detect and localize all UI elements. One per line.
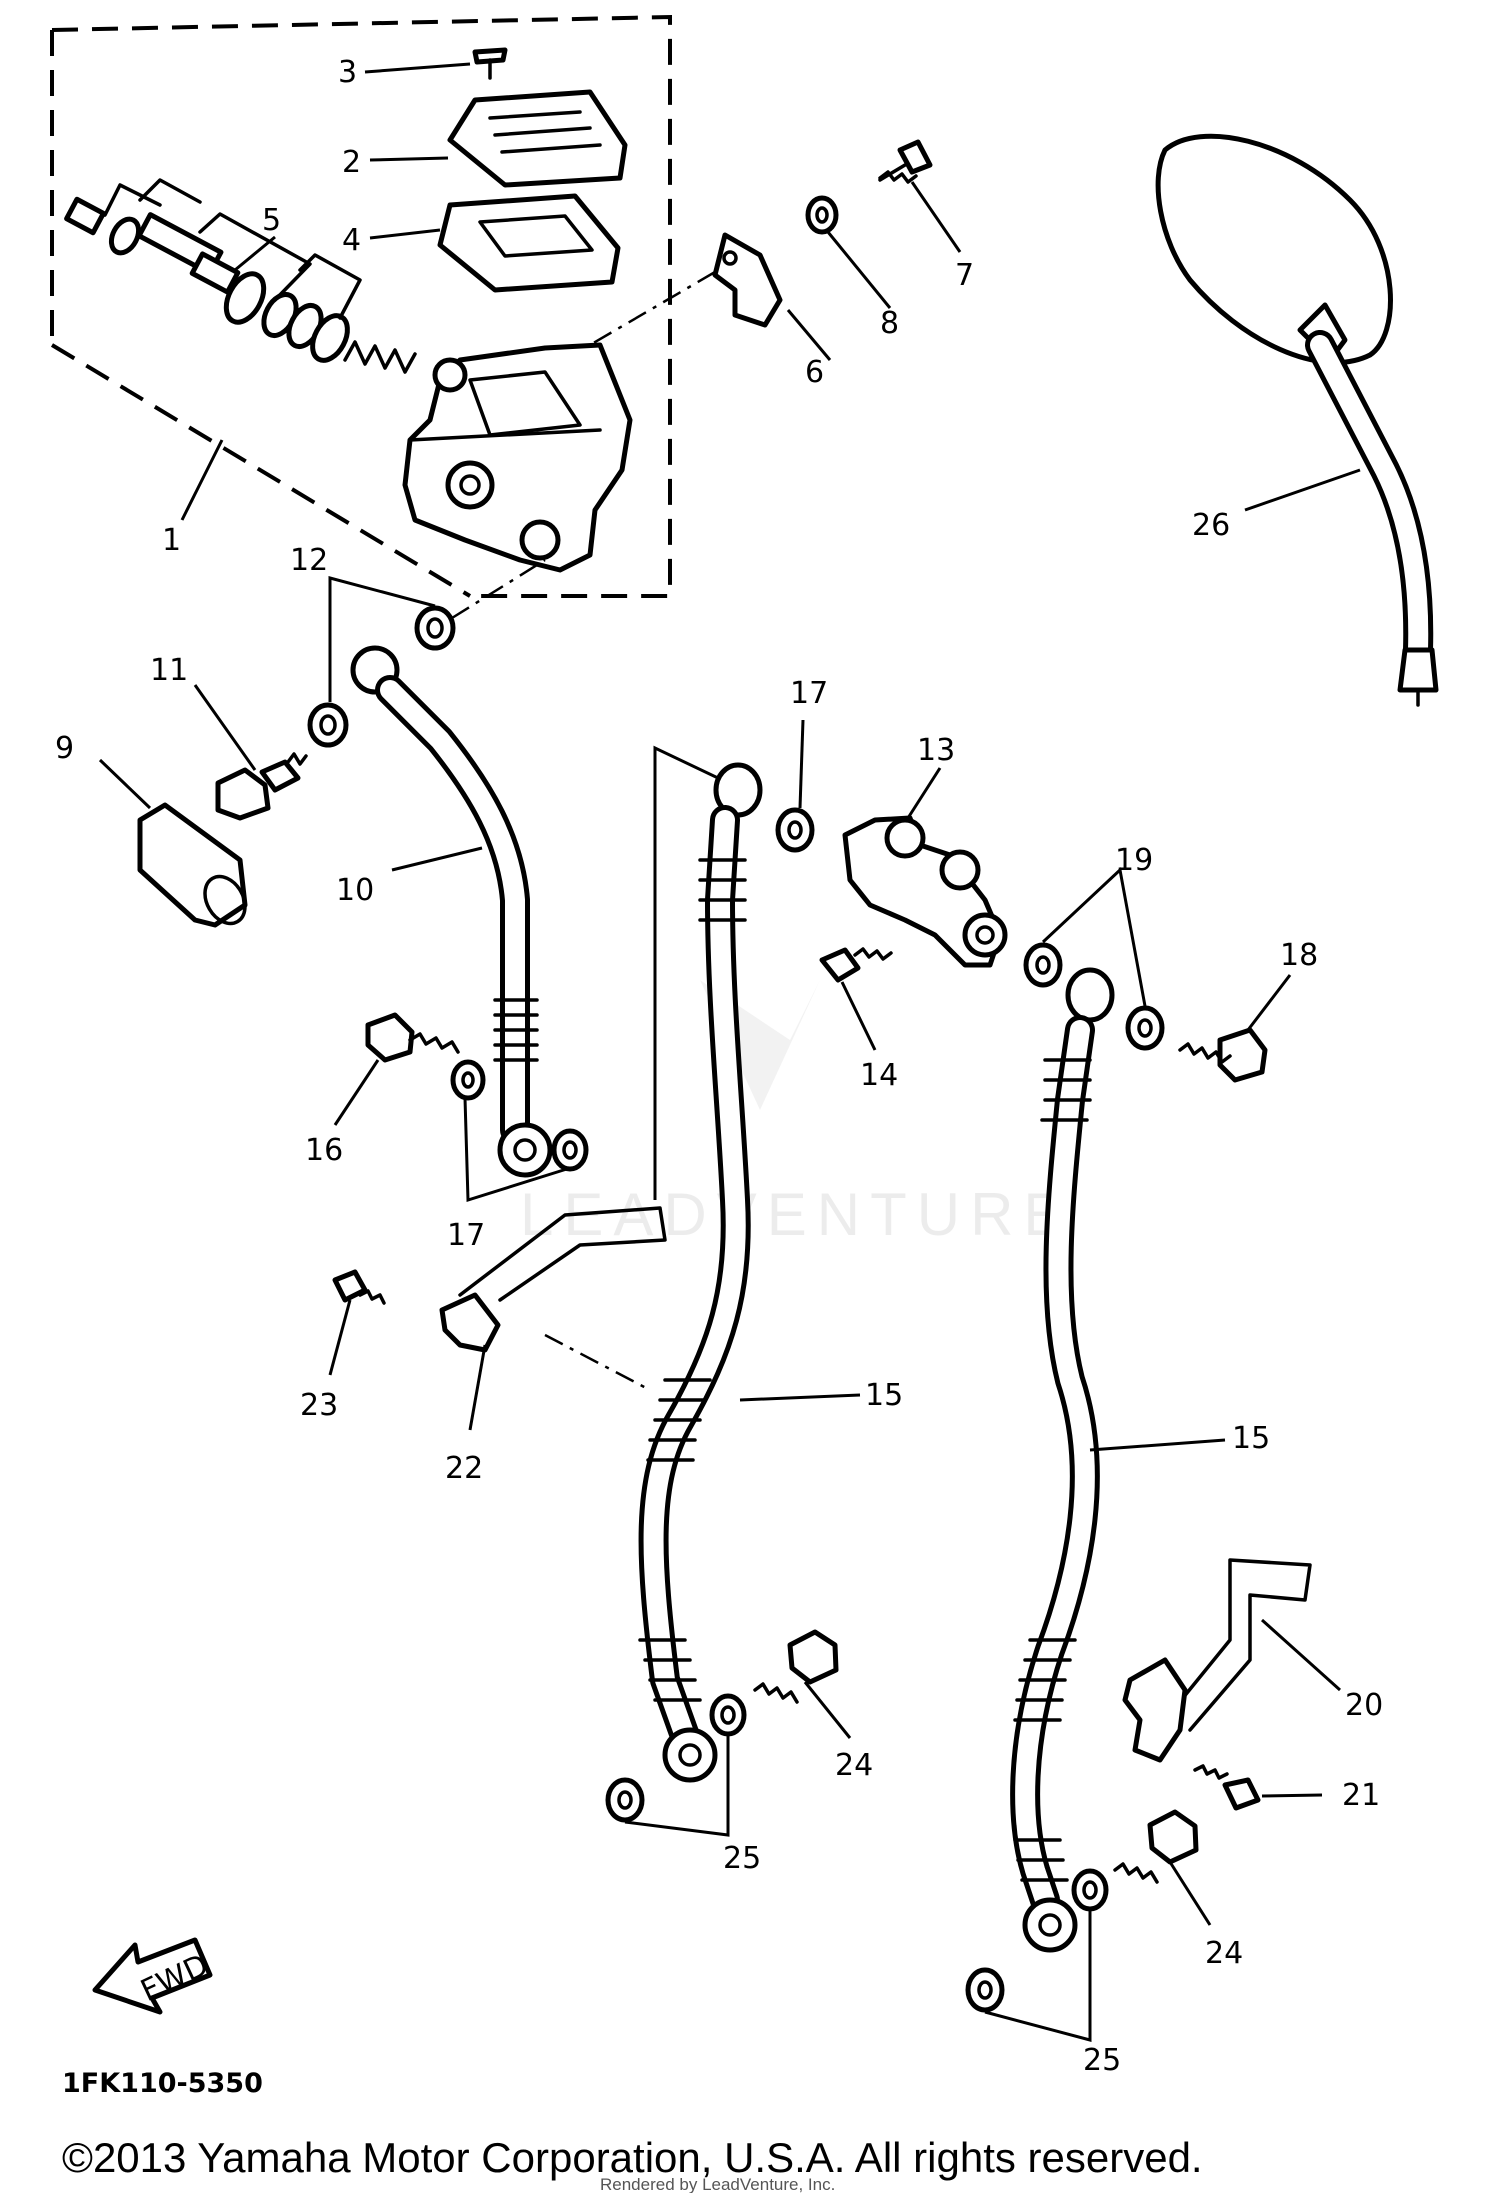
part-14-bolt — [819, 947, 893, 983]
callout-1: 1 — [162, 523, 181, 558]
part-5-piston-kit — [64, 178, 417, 374]
part-17-washer-pair — [450, 1059, 589, 1172]
part-25-washer-pair-left — [605, 1693, 747, 1823]
part-22-hose-guide — [439, 1206, 667, 1353]
part-17-washer-upper — [775, 807, 815, 853]
callout-16: 16 — [305, 1133, 343, 1168]
part-3-screw — [472, 47, 508, 80]
watermark: LEADVENTURE — [520, 980, 1073, 1248]
callout-14: 14 — [860, 1058, 898, 1093]
callout-11: 11 — [150, 653, 188, 688]
part-9-cap — [137, 802, 248, 928]
callout-labels: 3 2 4 5 1 6 7 8 26 12 11 9 10 16 17 17 1… — [55, 55, 1383, 2078]
callout-22: 22 — [445, 1451, 483, 1486]
part-12-washer — [414, 605, 456, 651]
callout-23: 23 — [300, 1388, 338, 1423]
callout-17-upper: 17 — [790, 676, 828, 711]
callout-17-lower: 17 — [447, 1218, 485, 1253]
part-4-diaphragm — [437, 193, 621, 293]
callout-24-right: 24 — [1205, 1936, 1243, 1971]
copyright-notice: ©2013 Yamaha Motor Corporation, U.S.A. A… — [62, 2134, 1203, 2181]
diagram-code: 1FK110-5350 — [62, 2068, 263, 2099]
part-20-hose-guide — [1122, 1558, 1312, 1763]
forward-arrow-icon: FWD — [92, 1937, 214, 2015]
part-10-brake-hose — [350, 645, 553, 1178]
part-13-brake-hose-joint — [842, 815, 1008, 968]
hose-15-left-connection-line — [653, 745, 719, 1200]
callout-3: 3 — [338, 55, 357, 90]
part-26-mirror — [1155, 133, 1439, 707]
watermark-text: LEADVENTURE — [520, 1181, 1073, 1248]
part-1-master-cylinder-body — [402, 342, 633, 573]
part-2-reservoir-cap — [447, 89, 628, 188]
callout-4: 4 — [342, 223, 361, 258]
part-18-union-bolt — [1178, 1027, 1268, 1083]
part-12-washer-lower — [307, 702, 349, 748]
part-19-washer-pair — [1023, 942, 1165, 1051]
part-11-union-bolt — [215, 752, 308, 821]
callout-25-left: 25 — [723, 1841, 761, 1876]
callout-21: 21 — [1342, 1778, 1380, 1813]
part-21-bolt — [1193, 1764, 1261, 1811]
callout-24-left: 24 — [835, 1748, 873, 1783]
part-8-washer — [805, 195, 839, 235]
callout-8: 8 — [880, 306, 899, 341]
leader-lines — [98, 62, 1361, 2042]
callout-20: 20 — [1345, 1688, 1383, 1723]
callout-6: 6 — [805, 355, 824, 390]
callout-13: 13 — [917, 733, 955, 768]
callout-5: 5 — [262, 203, 281, 238]
callout-15-right: 15 — [1232, 1421, 1270, 1456]
part-24-union-bolt-left — [753, 1629, 839, 1704]
part-6-clamp — [712, 232, 783, 328]
callout-9: 9 — [55, 731, 74, 766]
part-15-brake-hose-left — [638, 762, 763, 1783]
part-23-bolt — [332, 1269, 386, 1305]
clamp-alignment-line — [589, 270, 716, 347]
part-16-union-bolt — [365, 1012, 460, 1063]
callout-10: 10 — [336, 873, 374, 908]
renderer-note: Rendered by LeadVenture, Inc. — [600, 2175, 835, 2193]
part-7-bolt — [878, 139, 933, 184]
callout-12: 12 — [290, 543, 328, 578]
part-15-brake-hose-right — [1010, 967, 1115, 1953]
callout-18: 18 — [1280, 938, 1318, 973]
callout-26: 26 — [1192, 508, 1230, 543]
part-24-union-bolt-right — [1113, 1809, 1199, 1884]
callout-2: 2 — [342, 145, 361, 180]
master-cylinder-assembly-outline — [50, 14, 672, 598]
callout-7: 7 — [955, 258, 974, 293]
callout-25-right: 25 — [1083, 2043, 1121, 2078]
guide-22-alignment-line — [544, 1333, 651, 1392]
callout-19: 19 — [1115, 843, 1153, 878]
part-25-washer-pair-right — [965, 1868, 1109, 2013]
washer-12-alignment-line — [451, 558, 546, 620]
callout-15-left: 15 — [865, 1378, 903, 1413]
